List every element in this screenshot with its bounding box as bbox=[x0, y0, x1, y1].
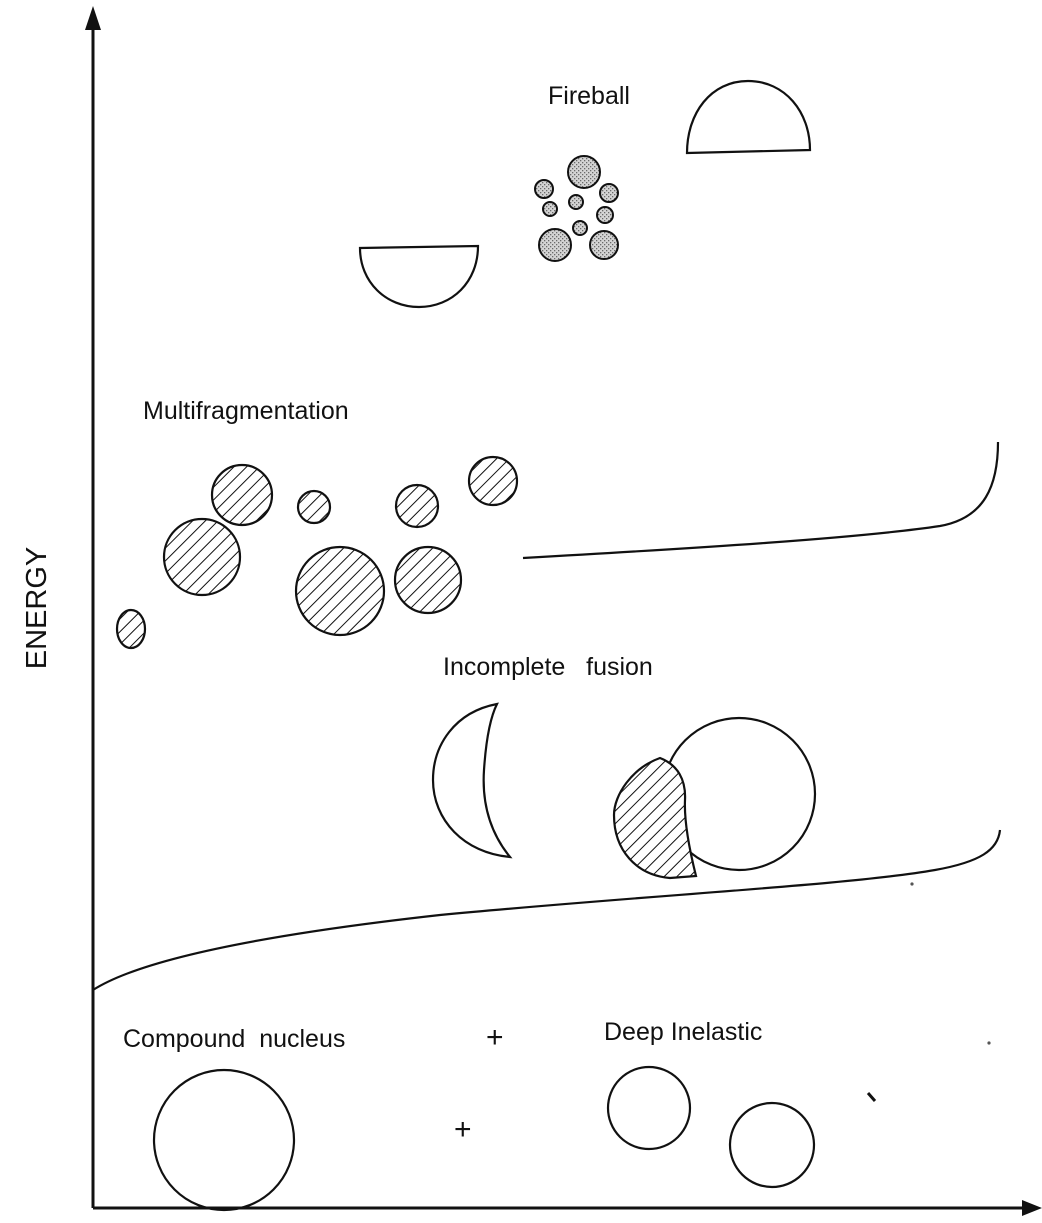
speck bbox=[910, 882, 913, 885]
fragment bbox=[396, 485, 438, 527]
y-axis-label: ENERGY bbox=[21, 547, 53, 669]
fragment bbox=[469, 457, 517, 505]
label-compound-nucleus: Compound nucleus bbox=[123, 1025, 345, 1053]
nucleon bbox=[539, 229, 571, 261]
fireball-target-half bbox=[360, 246, 478, 307]
speck bbox=[987, 1041, 990, 1044]
nucleon bbox=[569, 195, 583, 209]
fragment bbox=[117, 610, 145, 648]
fragment bbox=[395, 547, 461, 613]
fireball-projectile-half bbox=[687, 81, 810, 153]
compound-nucleus bbox=[154, 1070, 294, 1210]
deep-inelastic-projectile bbox=[608, 1067, 690, 1149]
boundary-fusion-compound bbox=[93, 830, 1000, 990]
fireball-nucleons bbox=[535, 156, 618, 261]
label-fireball: Fireball bbox=[548, 82, 630, 110]
nucleon bbox=[597, 207, 613, 223]
nucleon bbox=[573, 221, 587, 235]
deep-inelastic-target bbox=[730, 1103, 814, 1187]
boundary-multifragmentation-fusion bbox=[523, 442, 998, 558]
y-axis-arrow bbox=[85, 6, 101, 30]
plus-sign-top: + bbox=[486, 1021, 504, 1054]
nucleon bbox=[535, 180, 553, 198]
incomplete-fusion-overlap bbox=[614, 758, 696, 878]
nucleon bbox=[590, 231, 618, 259]
x-axis-arrow bbox=[1022, 1200, 1042, 1216]
nucleon bbox=[543, 202, 557, 216]
nucleon bbox=[568, 156, 600, 188]
fragment bbox=[298, 491, 330, 523]
fragment bbox=[296, 547, 384, 635]
incomplete-fusion-projectile bbox=[433, 704, 510, 857]
plus-sign-bottom: + bbox=[454, 1113, 472, 1146]
label-multifragmentation: Multifragmentation bbox=[143, 397, 349, 425]
label-deep-inelastic: Deep Inelastic bbox=[604, 1018, 762, 1046]
multifragmentation-fragments bbox=[117, 457, 517, 648]
speck bbox=[868, 1093, 875, 1101]
fragment bbox=[164, 519, 240, 595]
fragment bbox=[212, 465, 272, 525]
label-incomplete-fusion: Incomplete fusion bbox=[443, 653, 653, 681]
nucleon bbox=[600, 184, 618, 202]
scan-specks bbox=[868, 882, 991, 1101]
